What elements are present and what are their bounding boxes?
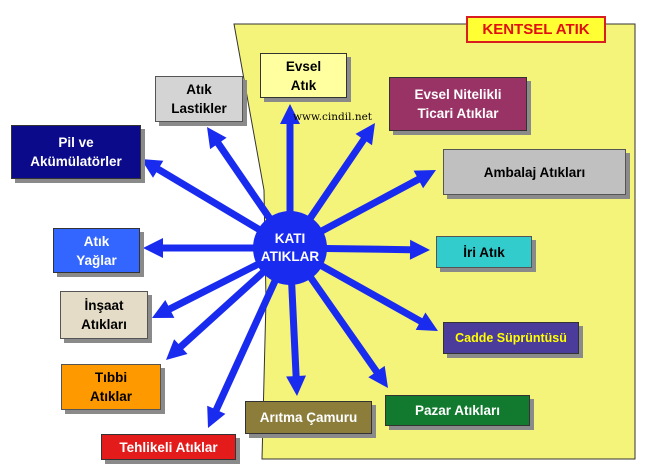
center-circle <box>253 211 327 285</box>
zone-label: KENTSEL ATIK <box>466 16 606 43</box>
node-ambalaj: Ambalaj Atıkları <box>443 149 626 195</box>
arrow-to-cadde <box>319 262 438 331</box>
node-label: Tıbbi Atıklar <box>89 370 133 404</box>
node-evsel-nitelikli: Evsel Nitelikli Ticari Atıklar <box>389 77 527 131</box>
arrow-to-tehlikeli <box>207 279 279 428</box>
node-label: Evsel Nitelikli Ticari Atıklar <box>414 87 502 121</box>
node-cadde: Cadde Süprüntüsü <box>443 322 579 354</box>
node-evsel: Evsel Atık <box>260 53 347 98</box>
node-label: Tehlikeli Atıklar <box>119 439 218 455</box>
arrow-to-pazar <box>307 275 388 388</box>
node-aritma: Arıtma Çamuru <box>245 401 372 434</box>
node-label: Pazar Atıkları <box>414 403 501 418</box>
node-label: Evsel Atık <box>285 58 322 93</box>
node-label: Pil ve Akümülatörler <box>30 135 122 169</box>
node-pil: Pil ve Akümülatörler <box>11 125 141 179</box>
arrow-to-pil <box>141 159 261 233</box>
node-iri: İri Atık <box>436 236 532 268</box>
node-tibbi: Tıbbi Atıklar <box>61 364 161 410</box>
arrow-to-yaglar <box>143 238 254 258</box>
node-tehlikeli: Tehlikeli Atıklar <box>101 434 236 460</box>
arrow-to-evsel-nitelikli <box>307 123 375 221</box>
node-label: İnşaat Atıkları <box>81 298 127 332</box>
arrow-to-insaat <box>152 261 260 318</box>
arrow-group <box>141 104 438 428</box>
node-label: Atık Lastikler <box>171 82 227 116</box>
node-label: İri Atık <box>463 244 505 260</box>
node-insaat: İnşaat Atıkları <box>60 291 148 339</box>
node-label: Cadde Süprüntüsü <box>455 330 567 345</box>
arrow-to-aritma <box>286 283 306 396</box>
arrow-to-iri <box>325 239 430 260</box>
center-label: KATI ATIKLAR <box>260 231 320 264</box>
node-lastikler: Atık Lastikler <box>155 76 243 122</box>
arrow-to-lastikler <box>207 127 273 221</box>
arrow-to-evsel <box>280 104 300 212</box>
node-yaglar: Atık Yağlar <box>53 228 140 273</box>
node-label: Ambalaj Atıkları <box>483 164 586 180</box>
arrow-to-ambalaj <box>320 170 436 235</box>
watermark-text: www.cindil.net <box>293 111 373 123</box>
node-pazar: Pazar Atıkları <box>385 395 530 426</box>
node-label: Arıtma Çamuru <box>259 410 358 425</box>
node-label: Atık Yağlar <box>76 233 117 268</box>
arrow-to-tibbi <box>166 269 266 360</box>
